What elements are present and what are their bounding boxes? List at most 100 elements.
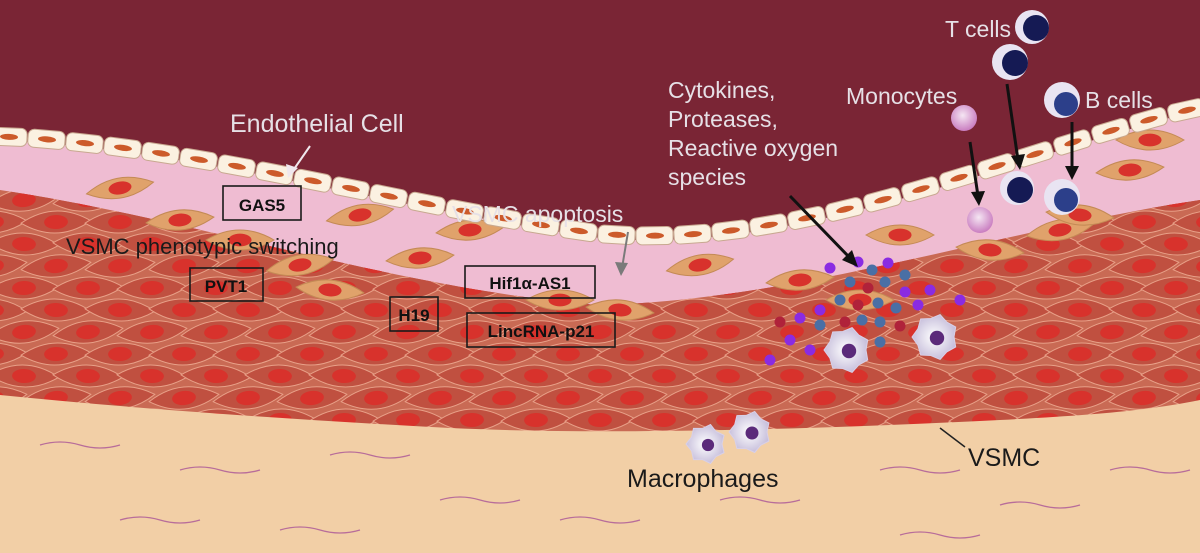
vsmc-cell (1172, 254, 1200, 278)
pvt1-label: PVT1 (205, 277, 248, 296)
t-cell (1000, 171, 1034, 205)
endothelial-cell (141, 141, 180, 165)
cytokine-particle (882, 257, 894, 269)
vsmc-cell (980, 342, 1052, 366)
endothelial-cell (939, 164, 978, 191)
vsmc-cell (212, 254, 284, 278)
vsmc-cell (148, 298, 220, 322)
vsmc-cell (692, 364, 764, 388)
fiber (559, 516, 641, 524)
monocytes-label: Monocytes (846, 83, 957, 109)
vsmc-cell (1140, 320, 1200, 344)
vsmc-cell (468, 342, 540, 366)
t-cell (1015, 10, 1049, 44)
endothelial-cell (1167, 98, 1200, 123)
apoptosis-arrow (621, 231, 629, 269)
cytokine-particle (774, 316, 786, 328)
vsmc-cell (564, 408, 636, 432)
endothelial-cell (103, 136, 142, 159)
vsmc-cell (1076, 320, 1148, 344)
vsmc-cell (52, 320, 124, 344)
endothelial-cell-label: Endothelial Cell (230, 110, 404, 138)
cytokine-particle (894, 320, 906, 332)
fiber (439, 496, 521, 504)
vsmc-cell (340, 386, 412, 410)
vsmc-cell (404, 386, 476, 410)
endothelial-cell (293, 168, 332, 193)
vsmc-cell (1044, 342, 1116, 366)
macrophage-cells (685, 314, 957, 465)
monocyte-arrow-head (971, 191, 985, 206)
vsmc-cell (724, 298, 796, 322)
vsmc-cell (84, 342, 156, 366)
endothelial-cell (521, 213, 560, 237)
h19-box (389, 296, 439, 332)
vsmc-cell (116, 276, 188, 300)
vsmc-cell (435, 219, 505, 241)
fiber (719, 496, 801, 504)
fiber (1109, 466, 1191, 474)
endothelial-cell (825, 197, 864, 222)
pvt1-box (189, 267, 264, 302)
vsmc-cell (500, 364, 572, 388)
endothelial-cell (597, 224, 636, 245)
vsmc-cell (525, 289, 595, 311)
vsmc-cell (788, 386, 860, 410)
gas5-label: GAS5 (239, 196, 285, 215)
endothelial-cell (65, 132, 104, 154)
vsmc-cell (532, 386, 604, 410)
cytokine-arrow-head (842, 250, 858, 267)
vsmc-cell (20, 298, 92, 322)
cytokine-particle (862, 282, 874, 294)
vsmc-cell (205, 229, 275, 251)
vsmc-cell (500, 408, 572, 432)
monocyte-arrow (968, 141, 980, 197)
cytokine-particle (839, 316, 851, 328)
vsmc-cell (980, 298, 1052, 322)
macrophages-label: Macrophages (627, 465, 778, 493)
vsmc-cell (980, 386, 1052, 410)
vsmc-cell (276, 342, 348, 366)
fiber (879, 466, 961, 474)
endothelial-cell (559, 219, 598, 243)
lincrna-p21-label: LincRNA-p21 (488, 322, 595, 341)
vsmc-cell (468, 386, 540, 410)
vsmc-cell (276, 298, 348, 322)
vsmc-cell (660, 386, 732, 410)
vsmc-cell (84, 386, 156, 410)
cytokine-particle (890, 302, 902, 314)
vsmc-cell (0, 254, 28, 278)
t-cells-label: T cells (945, 16, 1011, 42)
hif1a-as1-label: Hif1α-AS1 (489, 274, 570, 293)
vsmc-cell (1044, 386, 1116, 410)
vsmc-cell (628, 364, 700, 388)
macrophage (823, 327, 869, 373)
cytokines-label-2: Proteases, (668, 106, 778, 132)
vsmc-label: VSMC (968, 444, 1040, 472)
endothelial-cell (673, 223, 712, 245)
vsmc-cell (148, 386, 220, 410)
cytokine-particle (872, 297, 884, 309)
macrophage (685, 423, 725, 465)
vsmc-cell (84, 210, 156, 234)
endothelial-cell (217, 154, 256, 178)
cytokine-arrow (788, 194, 852, 260)
endothelial-cell (369, 184, 408, 208)
cytokine-particle (844, 276, 856, 288)
fiber (899, 531, 981, 539)
vsmc-cell (865, 224, 935, 246)
vsmc-cell (265, 253, 335, 277)
vsmc-cell (148, 342, 220, 366)
b-cell (1044, 179, 1080, 215)
cytokines-label-1: Cytokines, (668, 77, 775, 103)
endothelial-cell (407, 191, 446, 216)
vsmc-cell (85, 176, 155, 200)
vsmc-cell (20, 210, 92, 234)
endothelial-cell (27, 128, 66, 150)
vsmc-cell (244, 364, 316, 388)
b-cells-label: B cells (1085, 87, 1153, 113)
monocyte (951, 105, 977, 131)
vsmc-cell (1140, 364, 1200, 388)
